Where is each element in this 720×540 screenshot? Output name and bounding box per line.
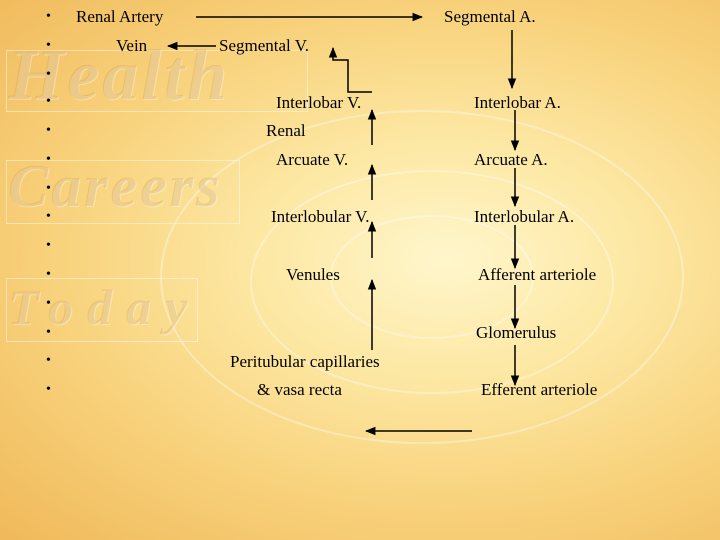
bullet: • [46, 209, 51, 224]
label-efferent-arteriole: Efferent arteriole [481, 380, 598, 399]
bullet: • [46, 152, 51, 167]
label-vasa-recta: & vasa recta [257, 380, 342, 399]
watermark-today: Today [8, 279, 202, 335]
watermark-frame [6, 50, 308, 112]
label-segmental-a: Segmental A. [444, 7, 536, 26]
label-afferent-arteriole: Afferent arteriole [478, 265, 597, 284]
arrow-interlobar-v-to-segmental-v [328, 46, 372, 93]
label-venules: Venules [286, 265, 340, 284]
background-swirl [160, 110, 684, 444]
bullet: • [46, 9, 51, 24]
bullet: • [46, 67, 51, 82]
bullet: • [46, 353, 51, 368]
label-interlobar-a: Interlobar A. [474, 93, 561, 112]
bullet: • [46, 94, 51, 109]
label-interlobular-v: Interlobular V. [271, 207, 370, 226]
bullet: • [46, 296, 51, 311]
bullet: • [46, 267, 51, 282]
label-interlobar-v: Interlobar V. [276, 93, 362, 112]
label-arcuate-v: Arcuate V. [276, 150, 349, 169]
bullet: • [46, 238, 51, 253]
watermark-careers: Careers [8, 153, 223, 219]
background-swirl [250, 170, 614, 394]
bullet: • [46, 325, 51, 340]
watermark-frame [6, 278, 198, 342]
label-renal-artery: Renal Artery [76, 7, 164, 26]
label-peritubular-capillaries: Peritubular capillaries [230, 352, 380, 371]
bullet: • [46, 382, 51, 397]
label-segmental-v: Segmental V. [219, 36, 310, 55]
bullet: • [46, 181, 51, 196]
watermark-health: Health [8, 35, 231, 115]
bullet: • [46, 123, 51, 138]
label-vein: Vein [116, 36, 148, 55]
bullet: • [46, 38, 51, 53]
label-arcuate-a: Arcuate A. [474, 150, 548, 169]
background-swirl [330, 215, 534, 339]
label-renal: Renal [266, 121, 306, 140]
label-interlobular-a: Interlobular A. [474, 207, 575, 226]
label-glomerulus: Glomerulus [476, 323, 557, 342]
watermark-frame [6, 160, 240, 224]
